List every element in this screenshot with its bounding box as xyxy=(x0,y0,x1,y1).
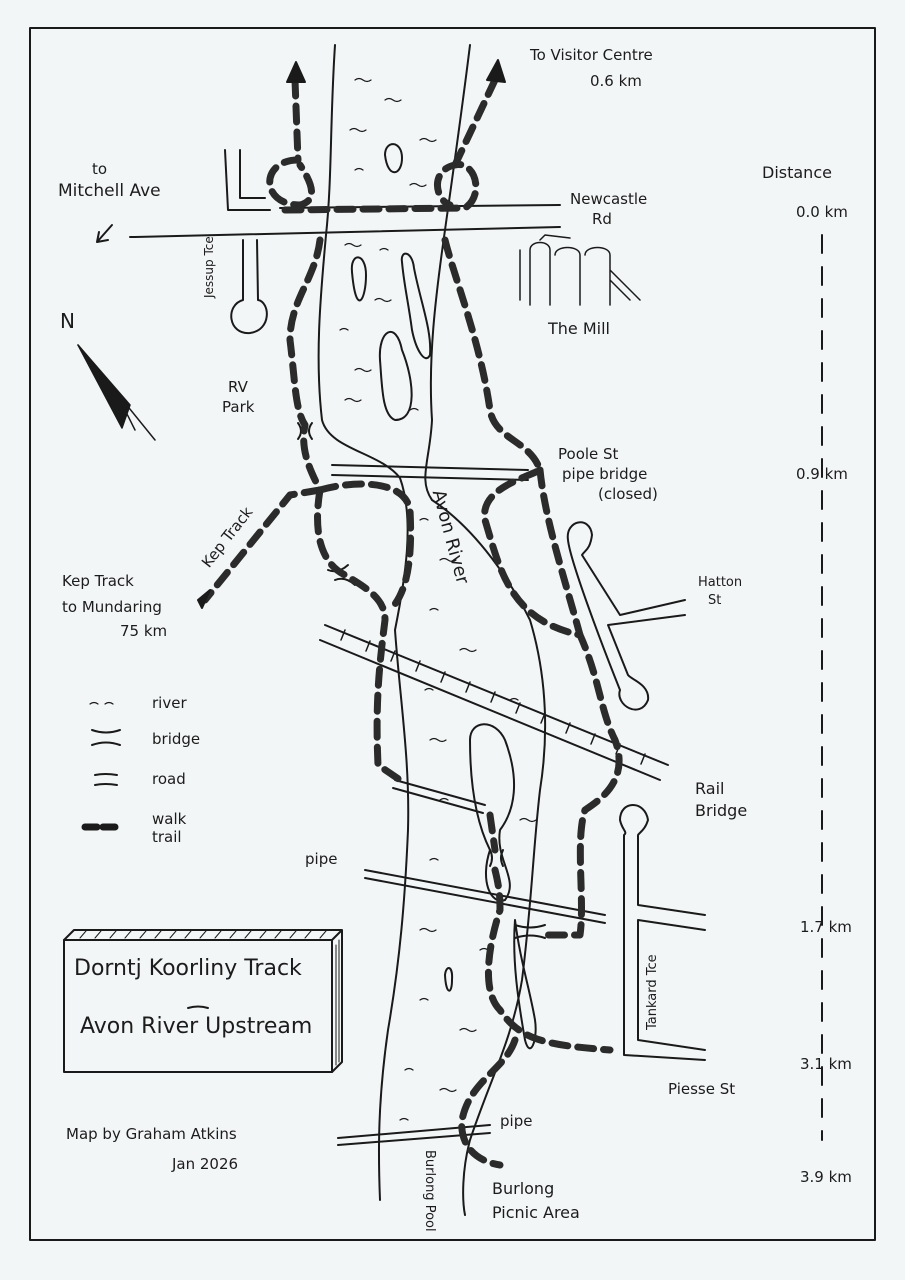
north-label: N xyxy=(60,309,75,333)
distance-mark: 0.9 km xyxy=(796,465,848,483)
label-bridge: Bridge xyxy=(695,801,748,820)
map-credit: Map by Graham Atkins xyxy=(66,1125,237,1143)
river-island xyxy=(378,330,413,421)
river-island xyxy=(469,723,516,902)
label-pipe-bridge: pipe bridge xyxy=(562,465,648,483)
north-arrow-icon xyxy=(77,344,156,441)
distance-mark: 3.1 km xyxy=(800,1055,852,1073)
pipe-lower xyxy=(364,869,606,924)
label-rail: Rail xyxy=(695,779,725,798)
label-rv-park-2: Park xyxy=(222,398,255,416)
river-island xyxy=(400,252,432,360)
label-hatton-st: Hatton xyxy=(698,575,743,590)
label-kep-distance: 75 km xyxy=(120,622,168,640)
label-piesse-st: Piesse St xyxy=(668,1080,736,1098)
label-closed: (closed) xyxy=(598,485,658,503)
map-title-line1: Dorntj Koorliny Track xyxy=(74,956,302,981)
arrow-up-icon xyxy=(286,61,306,83)
label-picnic-area: Picnic Area xyxy=(492,1203,580,1222)
label-poole-st: Poole St xyxy=(558,445,619,463)
jessup-tce-road xyxy=(230,239,268,335)
legend-river: river xyxy=(152,694,187,712)
pipe-bridge-poole xyxy=(331,464,529,481)
title-plaque xyxy=(63,929,343,1073)
hatton-st-road xyxy=(566,521,686,711)
the-mill-drawing xyxy=(519,234,641,306)
label-visitor-centre-distance: 0.6 km xyxy=(590,72,642,90)
river-ripples xyxy=(339,77,537,1121)
river-island xyxy=(444,967,454,992)
legend-road: road xyxy=(152,770,186,788)
label-hatton-st-2: St xyxy=(708,593,722,608)
mitchell-ave-road xyxy=(224,149,271,211)
map-title-line2: Avon River Upstream xyxy=(80,1014,313,1039)
label-visitor-centre: To Visitor Centre xyxy=(530,46,653,64)
distance-heading: Distance xyxy=(762,163,832,182)
label-mitchell-ave: Mitchell Ave xyxy=(58,181,161,201)
arrow-mitchell-icon xyxy=(96,224,113,243)
label-newcastle-rd-2: Rd xyxy=(592,210,612,228)
pipe-upper xyxy=(392,779,486,814)
legend-bridge: bridge xyxy=(152,730,201,748)
label-pipe-burlong: pipe xyxy=(500,1112,533,1130)
tankard-tce-road xyxy=(619,804,706,1061)
walk-trail xyxy=(201,76,623,1169)
label-pipe: pipe xyxy=(305,850,338,868)
label-rv-park: RV xyxy=(228,378,248,396)
label-to: to xyxy=(92,160,108,178)
label-to-mundaring: to Mundaring xyxy=(62,598,162,616)
label-the-mill: The Mill xyxy=(548,319,610,338)
river-island xyxy=(384,143,403,174)
label-burlong-pool: Burlong Pool xyxy=(422,1150,437,1232)
river-right-bank xyxy=(424,44,547,1216)
legend-symbols xyxy=(81,701,122,831)
distance-mark: 3.9 km xyxy=(800,1168,852,1186)
river-island xyxy=(513,919,537,1050)
arrow-down-left-icon xyxy=(197,589,211,609)
label-burlong: Burlong xyxy=(492,1179,555,1198)
distance-mark: 1.7 km xyxy=(800,918,852,936)
roads xyxy=(129,149,706,1146)
label-newcastle-rd: Newcastle xyxy=(570,190,648,208)
map-border xyxy=(29,27,876,1241)
label-kep-track: Kep Track xyxy=(62,572,134,590)
legend-walk-trail: walk trail xyxy=(152,810,187,846)
map-date: Jan 2026 xyxy=(172,1155,239,1173)
label-tankard-tce: Tankard Tce xyxy=(645,954,660,1030)
distance-mark: 0.0 km xyxy=(796,203,848,221)
river-island xyxy=(350,256,367,302)
label-jessup-tce: Jessup Tce xyxy=(202,236,216,298)
arrow-up-icon xyxy=(486,59,506,83)
